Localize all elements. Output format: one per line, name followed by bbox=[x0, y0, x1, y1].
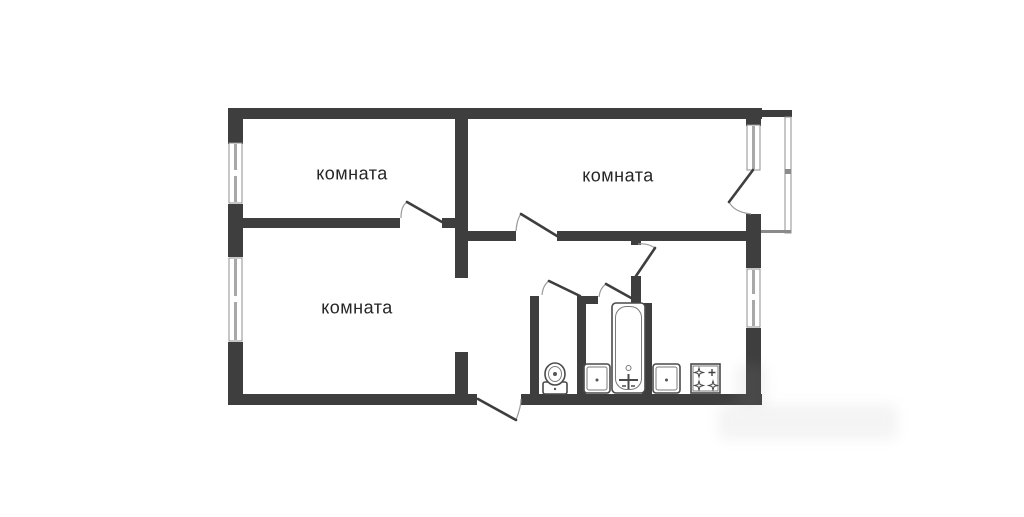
balcony-window-tick bbox=[785, 169, 791, 174]
wall-bottom-seg2 bbox=[521, 394, 762, 405]
wall-rooms-divider-left bbox=[243, 218, 400, 228]
balcony-window-icon bbox=[784, 116, 792, 234]
balcony-wall-top bbox=[761, 110, 792, 117]
wall-right-seg2 bbox=[746, 214, 761, 268]
balcony-wall-bottom bbox=[761, 230, 791, 233]
door-swing-entry-icon bbox=[476, 397, 522, 422]
stove-icon bbox=[690, 363, 721, 394]
door-swing-toilet-icon bbox=[541, 279, 582, 298]
wall-left-seg1 bbox=[228, 108, 243, 144]
doors bbox=[400, 168, 755, 422]
window-kitchen-icon bbox=[746, 268, 761, 328]
window-room1-icon bbox=[228, 142, 243, 204]
door-swing-kitchen-icon bbox=[634, 243, 657, 278]
windows bbox=[228, 124, 761, 342]
wall-left-seg3 bbox=[228, 342, 243, 405]
balcony bbox=[761, 110, 792, 234]
window-room3-icon bbox=[228, 257, 243, 342]
wall-bottom-seg1 bbox=[228, 394, 477, 405]
wall-bath-top bbox=[586, 296, 598, 304]
wall-right-seg3 bbox=[746, 328, 761, 405]
bath-sink-icon bbox=[583, 363, 611, 394]
toilet-icon bbox=[542, 362, 568, 395]
interior-walls bbox=[243, 119, 746, 394]
watermark bbox=[718, 404, 898, 440]
exterior-walls bbox=[228, 108, 762, 405]
door-swing-bathroom-icon bbox=[598, 282, 635, 301]
wall-vertical-stub bbox=[455, 352, 468, 394]
wall-vertical-main bbox=[455, 119, 468, 278]
fixtures bbox=[542, 302, 721, 395]
bathtub-icon bbox=[611, 302, 646, 394]
door-swing-balcony-icon bbox=[727, 168, 755, 215]
wall-kitchen-stub-top bbox=[631, 241, 641, 245]
kitchen-sink-icon bbox=[652, 363, 681, 394]
room1-label: комната bbox=[316, 163, 388, 184]
door-swing-room1-icon bbox=[400, 200, 444, 224]
room2-label: комната bbox=[582, 165, 654, 186]
wall-hall-top-right bbox=[557, 231, 746, 241]
wall-bath-right bbox=[642, 303, 652, 394]
wall-top bbox=[228, 108, 762, 119]
window-balcony-door-icon bbox=[746, 124, 761, 171]
door-swing-room2-icon bbox=[515, 212, 559, 238]
wall-toilet-left bbox=[530, 296, 539, 394]
room3-label: комната bbox=[321, 297, 393, 318]
wall-left-seg2 bbox=[228, 204, 243, 257]
watermark bbox=[736, 364, 766, 406]
wall-right-seg1 bbox=[746, 108, 761, 126]
wall-hall-top-left bbox=[468, 231, 516, 241]
wall-kitchen-stub bbox=[631, 276, 641, 305]
wall-toilet-right bbox=[577, 296, 586, 394]
